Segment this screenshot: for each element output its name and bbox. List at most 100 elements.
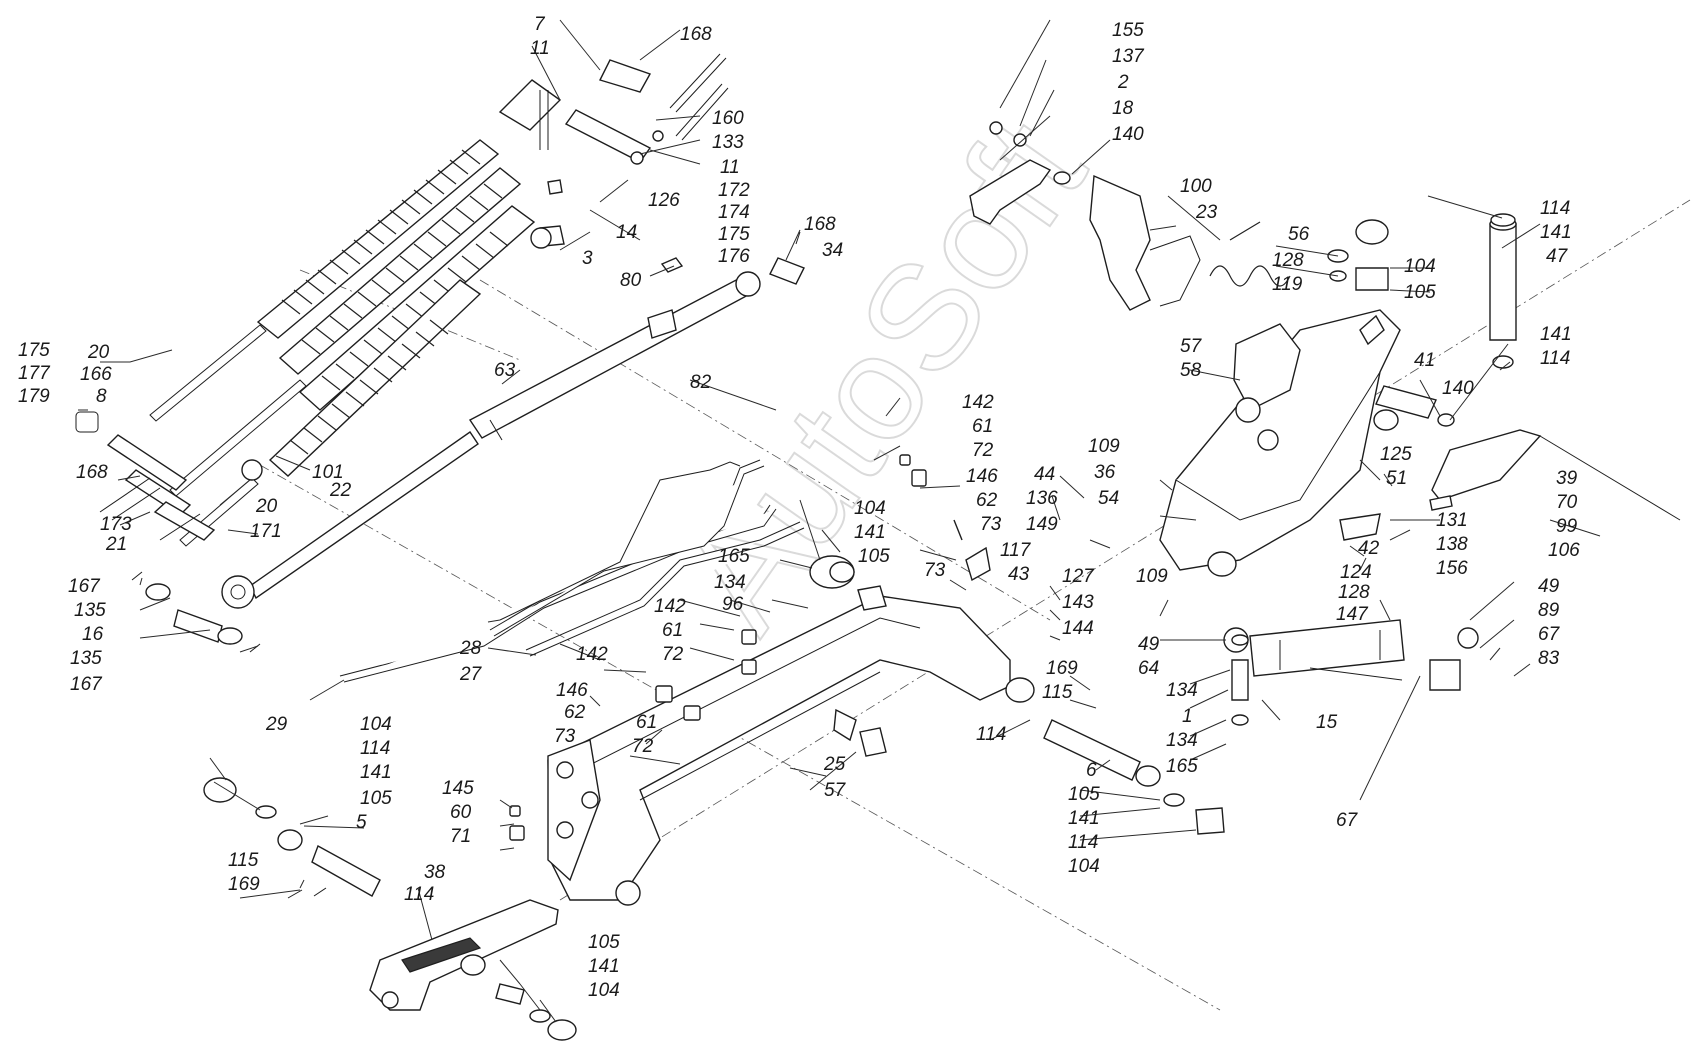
callout-label: 146	[556, 680, 588, 701]
callout-label: 99	[1556, 516, 1578, 537]
hydraulic-cylinder-63	[221, 271, 761, 609]
callout-label: 39	[1556, 468, 1578, 489]
callout-label: 165	[1166, 756, 1198, 777]
callout-label: 100	[1180, 176, 1212, 197]
callout-label: 119	[1272, 274, 1303, 295]
callout-label: 73	[924, 560, 946, 581]
callout-label: 142	[654, 596, 686, 617]
top-links	[498, 53, 805, 285]
callout-label: 141	[1540, 222, 1572, 243]
callout-label: 166	[80, 364, 112, 385]
callout-label: 49	[1538, 576, 1560, 597]
callout-label: 61	[636, 712, 657, 733]
callout-label: 73	[554, 726, 576, 747]
spring-assemblies	[149, 139, 536, 547]
callout-label: 140	[1442, 378, 1474, 399]
callout-label: 134	[1166, 730, 1198, 751]
callout-label: 140	[1112, 124, 1144, 145]
callout-label: 57	[1180, 336, 1203, 357]
callout-label: 6	[1086, 760, 1097, 781]
callout-label: 104	[1068, 856, 1100, 877]
callout-label: 105	[360, 788, 392, 809]
callout-label: 70	[1556, 492, 1578, 513]
middle-bushings	[809, 555, 887, 742]
callout-label: 169	[1046, 658, 1078, 679]
callout-label: 20	[255, 496, 278, 517]
callout-label: 155	[1112, 20, 1144, 41]
callout-label: 11	[720, 157, 740, 178]
lower-cylinder-64	[1223, 619, 1479, 691]
main-frame	[1159, 309, 1401, 577]
callout-label: 115	[228, 850, 259, 871]
callout-label: 20	[87, 342, 110, 363]
callout-label: 114	[1540, 348, 1570, 369]
callout-label: 82	[690, 372, 712, 393]
callout-label: 27	[459, 664, 483, 685]
callout-label: 128	[1272, 250, 1304, 271]
callout-label: 57	[824, 780, 847, 801]
callout-label: 145	[442, 778, 474, 799]
callout-label: 15	[1316, 712, 1338, 733]
callout-label: 114	[976, 724, 1006, 745]
callout-label: 169	[228, 874, 260, 895]
callout-label: 42	[1358, 538, 1380, 559]
callout-label: 144	[1062, 618, 1094, 639]
callout-label: 128	[1338, 582, 1370, 603]
callout-label: 60	[450, 802, 472, 823]
callout-label: 22	[329, 480, 352, 501]
callout-label: 105	[1404, 282, 1436, 303]
callout-label: 168	[804, 214, 836, 235]
callout-label: 63	[494, 360, 516, 381]
callout-label: 165	[718, 546, 750, 567]
callout-label: 61	[972, 416, 993, 437]
callout-label: 18	[1112, 98, 1134, 119]
callout-label: 14	[616, 222, 637, 243]
callout-label: 72	[662, 644, 684, 665]
callout-label: 172	[718, 180, 750, 201]
callout-label: 49	[1138, 634, 1160, 655]
callout-label: 173	[100, 514, 132, 535]
callout-label: 137	[1112, 46, 1145, 67]
callout-label: 8	[96, 386, 107, 407]
left-yoke	[75, 411, 216, 541]
callout-label: 72	[632, 736, 654, 757]
callout-label: 136	[1026, 488, 1058, 509]
callout-label: 114	[1068, 832, 1098, 853]
callout-label: 36	[1094, 462, 1116, 483]
callout-label: 117	[1000, 540, 1032, 561]
callout-label: 41	[1414, 350, 1435, 371]
callout-label: 114	[1540, 198, 1570, 219]
callout-label: 174	[718, 202, 750, 223]
callout-label: 141	[854, 522, 886, 543]
callout-label: 142	[962, 392, 994, 413]
callout-label: 1	[1182, 706, 1193, 727]
small-hardware	[509, 454, 991, 841]
callout-label: 71	[450, 826, 471, 847]
callout-label: 141	[1540, 324, 1572, 345]
callout-label: 104	[854, 498, 886, 519]
callout-label: 80	[620, 270, 642, 291]
callout-label: 167	[68, 576, 101, 597]
callout-label: 38	[424, 862, 446, 883]
callout-label: 175	[18, 340, 50, 361]
callout-label: 61	[662, 620, 683, 641]
callout-label: 3	[582, 248, 593, 269]
callout-label: 106	[1548, 540, 1580, 561]
callout-label: 89	[1538, 600, 1560, 621]
callout-label: 23	[1195, 202, 1218, 223]
callout-label: 105	[858, 546, 890, 567]
right-plates	[1339, 429, 1681, 541]
right-pin-6	[1043, 634, 1249, 835]
callout-label: 146	[966, 466, 998, 487]
callout-label: 126	[648, 190, 680, 211]
callout-label: 105	[1068, 784, 1100, 805]
callout-label: 21	[105, 534, 127, 555]
callout-label: 7	[534, 14, 546, 35]
callout-label: 115	[1042, 682, 1073, 703]
callout-label: 5	[356, 812, 367, 833]
spring-100	[1209, 221, 1291, 287]
callout-label: 160	[712, 108, 744, 129]
callout-label: 72	[972, 440, 994, 461]
callout-label: 2	[1117, 72, 1129, 93]
